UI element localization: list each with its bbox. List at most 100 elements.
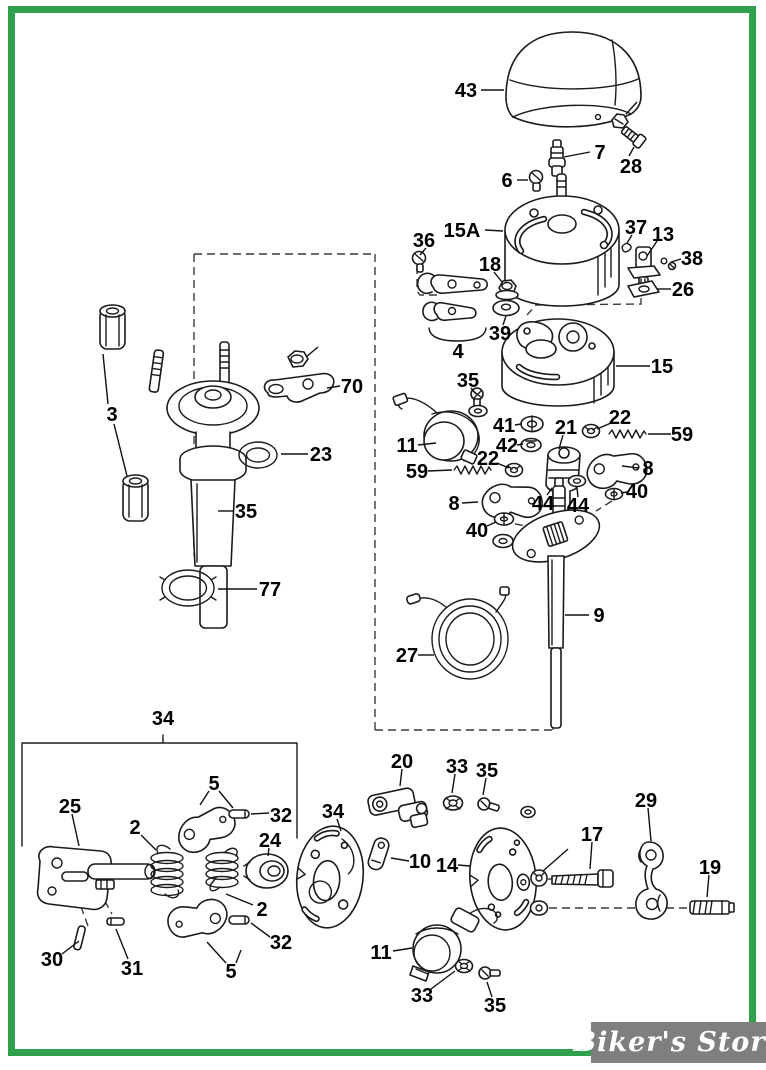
leader-lines — [61, 89, 710, 998]
leader-line-22 — [596, 422, 612, 430]
part-5-weight-top — [170, 796, 242, 862]
callout-35: 35 — [476, 760, 498, 782]
callout-35: 35 — [457, 370, 479, 392]
part-7-stud — [548, 139, 566, 177]
leader-line-40 — [620, 491, 628, 494]
leader-line-35 — [470, 387, 477, 395]
leader-line-29 — [647, 807, 652, 842]
callout-42: 42 — [496, 435, 518, 457]
part-20-breaker-points — [367, 787, 429, 829]
callout-22: 22 — [609, 407, 631, 429]
callout-31: 31 — [121, 958, 143, 980]
callout-8: 8 — [448, 493, 459, 515]
part-32-pin-bottom — [228, 915, 250, 925]
callout-40: 40 — [466, 520, 488, 542]
leader-line-34 — [336, 818, 342, 832]
callout-34: 34 — [152, 708, 175, 730]
callout-2: 2 — [256, 899, 267, 921]
store-logo-label: Biker's Store — [573, 1027, 766, 1058]
callout-11: 11 — [370, 942, 391, 964]
leader-line-5 — [199, 790, 210, 806]
leader-line-17 — [589, 841, 593, 870]
leader-line-42 — [516, 443, 524, 446]
part-59-spring-right — [608, 429, 647, 439]
part-40-nut-left — [492, 533, 514, 549]
part-29-advance-arm — [635, 841, 668, 920]
part-33-lockwasher-lower — [454, 958, 474, 974]
callout-35: 35 — [484, 995, 506, 1017]
callout-41: 41 — [493, 415, 515, 437]
leader-line-25 — [71, 813, 80, 847]
part-35-screw-washer — [468, 387, 488, 418]
callout-35: 35 — [235, 501, 257, 523]
leader-line-35 — [486, 981, 493, 998]
leader-line-18 — [493, 271, 503, 283]
leader-line-22 — [496, 462, 510, 469]
leader-line-2 — [140, 834, 157, 851]
leader-line-11 — [392, 947, 413, 952]
callout-8: 8 — [642, 458, 653, 480]
part-36-screw — [411, 250, 427, 273]
part-41-washer — [520, 415, 544, 433]
leader-line-8 — [461, 501, 479, 504]
part-35-screw-lower — [478, 966, 501, 980]
callout-22: 22 — [477, 448, 499, 470]
callout-26: 26 — [672, 279, 694, 301]
part-8-weight-left — [479, 479, 545, 523]
callout-27: 27 — [396, 645, 418, 667]
callout-3: 3 — [106, 404, 117, 426]
leader-line-10 — [390, 857, 410, 862]
leader-line-5 — [206, 941, 227, 964]
part-42-washer — [520, 437, 542, 453]
leader-line-3 — [102, 353, 109, 405]
part-17-bolt — [551, 869, 614, 888]
leader-line-20 — [399, 768, 403, 787]
callout-14: 14 — [436, 855, 459, 877]
callout-17: 17 — [581, 824, 603, 846]
leader-line-5 — [218, 790, 234, 809]
callout-4: 4 — [452, 341, 464, 363]
part-2-spring-right — [205, 847, 239, 892]
leader-line-44 — [576, 487, 579, 498]
leader-line-33 — [451, 773, 456, 794]
part-17-washer — [530, 848, 569, 887]
callout-32: 32 — [270, 932, 292, 954]
part-15A-plate-assembly — [504, 173, 620, 307]
part-40-washer-right — [604, 487, 624, 501]
callout-10: 10 — [409, 851, 431, 873]
part-18-nut — [495, 279, 519, 301]
callout-23: 23 — [310, 444, 332, 466]
callout-32: 32 — [270, 805, 292, 827]
callout-24: 24 — [259, 830, 282, 852]
part-23-oring — [238, 441, 278, 469]
part-3-bushing-upper — [99, 304, 126, 350]
leader-line-11 — [417, 442, 437, 446]
part-15-advance-assembly — [501, 318, 615, 407]
part-38-screw — [660, 257, 677, 271]
callout-44: 44 — [567, 495, 590, 517]
callout-15: 15 — [651, 356, 673, 378]
part-3-bushing-lower — [122, 474, 149, 522]
part-11-condenser — [392, 392, 480, 465]
part-24-cam — [243, 853, 289, 889]
leader-line-70 — [326, 385, 341, 389]
part-17-nut — [529, 900, 549, 916]
leader-line-30 — [61, 940, 80, 955]
part-19-adjuster-stud — [689, 900, 735, 915]
callout-77: 77 — [259, 579, 281, 601]
leader-line-8 — [621, 465, 640, 469]
leader-line-44 — [546, 487, 553, 496]
part-11-condenser-lower — [409, 907, 498, 982]
part-28-screw-and-nut — [611, 101, 647, 149]
leader-line-14 — [457, 864, 471, 867]
leader-line-28 — [628, 146, 635, 157]
part-43-distributor-cap — [505, 31, 642, 128]
part-2-spring-left — [150, 844, 184, 899]
part-14-base-plate — [468, 827, 537, 931]
part-30-pin — [73, 925, 86, 951]
leader-line-3 — [113, 423, 128, 477]
callout-29: 29 — [635, 790, 657, 812]
part-5-weight-bottom — [163, 891, 233, 947]
